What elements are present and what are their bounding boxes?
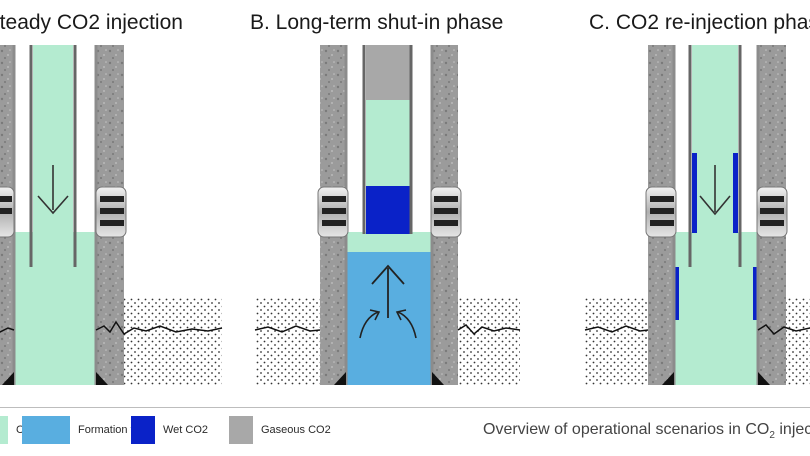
figure-caption: Overview of operational scenarios in CO2… — [483, 421, 810, 441]
legend-label: Gaseous CO2 — [261, 424, 331, 436]
legend-label: Wet CO2 — [163, 424, 209, 436]
panel-b — [254, 45, 521, 385]
legend-swatch — [229, 416, 253, 444]
co2-tubing — [366, 100, 410, 186]
panel-c — [584, 45, 810, 385]
legend-item-gaseous-co2: Gaseous CO2 — [229, 416, 331, 444]
packer-icon — [756, 186, 788, 238]
caption-subscript: 2 — [769, 430, 775, 442]
legend-swatch — [131, 416, 155, 444]
panel-a — [0, 45, 223, 385]
perforation-icon — [95, 320, 223, 336]
formation-fluid — [346, 252, 432, 385]
panel-b-title: B. Long-term shut-in phase — [250, 11, 504, 34]
legend-item-wet-co2: Wet CO2 — [131, 416, 208, 444]
perforation-icon — [757, 324, 810, 335]
wet-co2 — [753, 267, 758, 320]
formation-rock — [255, 298, 320, 385]
co2-annulus — [346, 232, 432, 252]
formation-rock — [786, 298, 810, 385]
packer-icon — [645, 186, 677, 238]
co2-tubing — [692, 45, 738, 267]
packer-icon — [95, 186, 127, 238]
wet-co2 — [733, 153, 738, 233]
formation-rock — [124, 298, 222, 385]
wellbore-diagram — [0, 45, 810, 385]
wet-co2 — [366, 186, 410, 234]
wet-co2 — [674, 267, 679, 320]
packer-icon — [0, 186, 15, 238]
gaseous-co2 — [366, 45, 410, 100]
packer-icon — [317, 186, 349, 238]
caption-text-end: injection — [779, 421, 810, 438]
panel-c-title: C. CO2 re-injection phase — [589, 11, 810, 34]
co2-tubing — [33, 45, 73, 267]
perforation-icon — [457, 324, 521, 336]
formation-rock — [585, 298, 648, 385]
legend-divider — [0, 407, 810, 408]
legend-swatch — [0, 416, 8, 444]
wet-co2 — [692, 153, 697, 233]
panel-a-title: A. Steady CO2 injection — [0, 11, 183, 34]
packer-icon — [430, 186, 462, 238]
caption-text: Overview of operational scenarios in CO — [483, 421, 770, 438]
formation-rock — [458, 298, 520, 385]
legend-swatch — [22, 416, 70, 444]
